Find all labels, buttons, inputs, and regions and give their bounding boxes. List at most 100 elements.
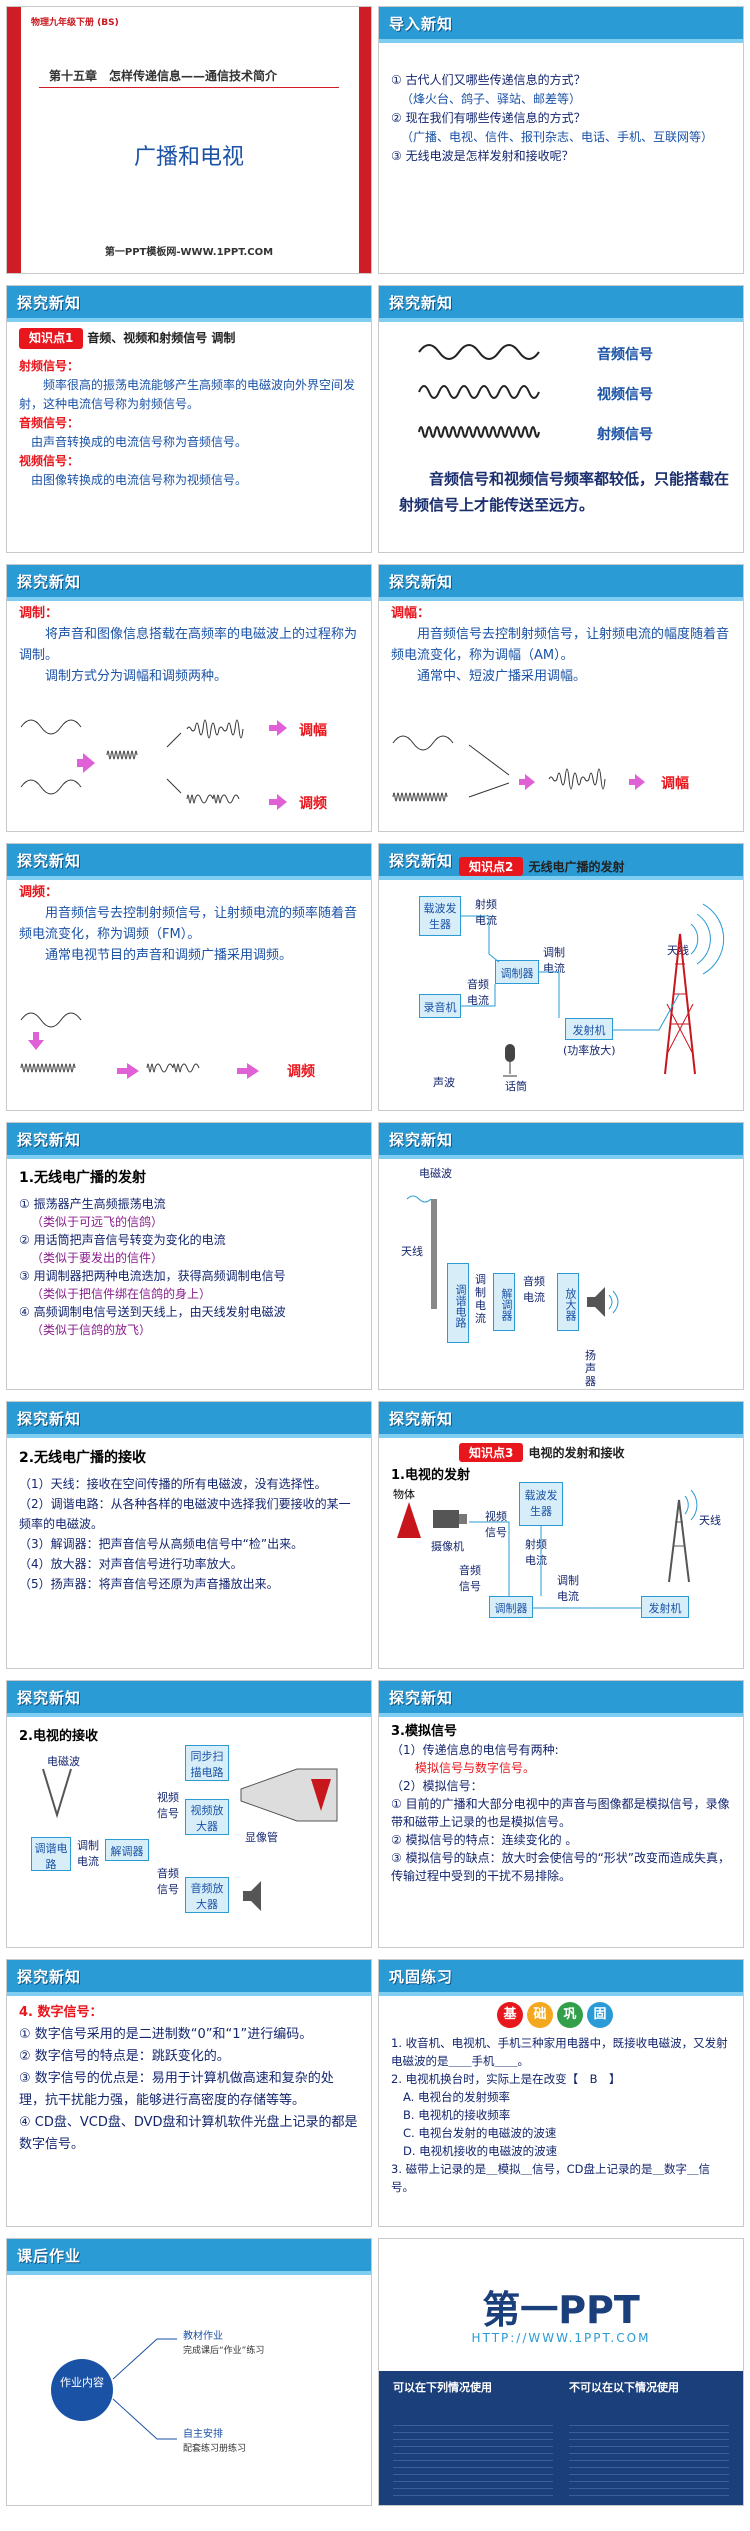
antenna-icon: [406, 1195, 437, 1309]
section-tag: 探究新知: [389, 1410, 454, 1428]
step-2-note: （类似于要发出的信件）: [31, 1251, 164, 1265]
slide-header: 探究新知: [379, 565, 743, 601]
question-2: ② 现在我们有哪些传递信息的方式？: [391, 111, 586, 125]
slide-header: 探究新知: [7, 1123, 371, 1159]
term-fm: 调频：: [19, 885, 59, 900]
answer-2: （广播、电视、信件、报刊杂志、电话、手机、互联网等）: [401, 130, 714, 144]
knowledge-badge: 知识点3: [459, 1443, 524, 1462]
hub-label: 作业内容: [60, 2376, 104, 2389]
section-tag: 探究新知: [389, 573, 454, 591]
fm-diagram: [20, 1012, 259, 1079]
picture-tube-icon: [240, 1768, 338, 1822]
label-rf: 射频信号: [597, 427, 653, 443]
speaker-icon: [243, 1881, 261, 1911]
def-rf: 频率很高的振荡电流能够产生高频率的电磁波向外界空间发射，这种电流信号称为射频信号…: [19, 378, 356, 411]
def-am: 用音频信号去控制射频信号，让射频电流的幅度随着音频电流变化，称为调幅（AM）。: [391, 627, 730, 663]
question-2: 2. 电视机换台时，实际上是在改变【 B 】: [391, 2072, 621, 2086]
modulator-box: 调制器: [495, 960, 539, 984]
slide-header: 探究新知: [379, 844, 743, 880]
camera-icon: [433, 1510, 467, 1528]
em-wave-label: 电磁波: [47, 1755, 80, 1768]
digital-point-1: ① 数字信号采用的是二进制数“0”和“1”进行编码。: [19, 2027, 313, 2042]
knowledge-header: 知识点2 无线电广播的发射: [459, 856, 624, 876]
em-wave-label: 电磁波: [419, 1167, 452, 1180]
brand-url: HTTP://WWW.1PPT.COM: [471, 2331, 651, 2345]
signal-types: （1）传递信息的电信号有两种:: [391, 1743, 559, 1757]
audio-wave: [418, 344, 540, 360]
label-video: 视频信号: [597, 387, 653, 403]
tower-icon: [668, 1489, 698, 1583]
modulation-types: 调制方式分为调幅和调频两种。: [45, 669, 228, 684]
fm-usage: 通常电视节目的声音和调频广播采用调频。: [45, 948, 293, 963]
sync-scan-box: 同步扫描电路: [185, 1745, 229, 1781]
link-column-right: [569, 2419, 729, 2499]
microphone-icon: [503, 1044, 517, 1077]
step-4: ④ 高频调制电信号送到天线上，由天线发射电磁波: [19, 1305, 286, 1319]
branch-1-desc: 完成课后“作业”练习: [183, 2346, 265, 2356]
slide-header: 探究新知: [379, 1681, 743, 1717]
chip: 础: [527, 2002, 553, 2028]
section-tag: 探究新知: [17, 1410, 82, 1428]
term-modulation: 调制：: [19, 606, 59, 621]
part-speaker: （5）扬声器：将声音信号还原为声音播放出来。: [19, 1577, 279, 1591]
question-3: 3. 磁带上记录的是＿模拟＿信号，CD盘上记录的是＿数字＿信号。: [391, 2162, 711, 2194]
audio-amp-box: 音频放大器: [185, 1877, 229, 1913]
slide-11: 探究新知 2.无线电广播的接收 （1）天线：接收在空间传播的所有电磁波，没有选择…: [6, 1401, 372, 1669]
slide-header: 探究新知: [379, 1123, 743, 1159]
tower-icon: [664, 903, 725, 1075]
cannot-use-title: 不可以在以下情况使用: [569, 2381, 679, 2394]
speaker-label: 扬声器: [585, 1349, 596, 1388]
section-heading: 2.电视的接收: [19, 1729, 98, 1744]
slide-8: 探究新知 知识点2 无线电广播的发射 载波发生器 调制器 录音机 发射机 射频电…: [378, 843, 744, 1111]
slide-header: 探究新知: [7, 286, 371, 322]
section-tag: 探究新知: [17, 573, 82, 591]
slide-17: 课后作业 作业内容 教材作业 完成课后“作业”练习 自主安排 配套练习册练习: [6, 2238, 372, 2506]
digital-point-2: ② 数字信号的特点是：跳跃变化的。: [19, 2049, 230, 2064]
knowledge-badge: 知识点2: [459, 857, 524, 876]
slide-6: 探究新知 调幅： 用音频信号去控制射频信号，让射频电流的幅度随着音频电流变化，称…: [378, 564, 744, 832]
object-icon: [397, 1502, 421, 1538]
question-1: ① 古代人们又哪些传递信息的方式？: [391, 73, 586, 87]
term-rf: 射频信号：: [19, 359, 80, 373]
slide-header: 探究新知: [379, 1402, 743, 1438]
antenna-icon: [42, 1768, 72, 1819]
book-badge: 物理九年级下册 (BS): [31, 18, 119, 28]
tuning-circuit-box: 调谐电路: [447, 1263, 469, 1343]
slide-10: 探究新知 电磁波 天线 调谐电路 调制电流 解调器 音频电流 放大器 扬声器: [378, 1122, 744, 1390]
slide-header: 探究新知: [7, 844, 371, 880]
part-tuning: （2）调谐电路：从各种各样的电磁波中选择我们要接收的某一频率的电磁波。: [19, 1497, 351, 1531]
hub-circle: 作业内容: [51, 2359, 113, 2421]
carrier-generator-box: 载波发生器: [519, 1482, 563, 1526]
part-demodulator: （3）解调器：把声音信号从高频电信号中“检”出来。: [19, 1537, 304, 1551]
knowledge-heading: 无线电广播的发射: [528, 860, 625, 874]
rf-current-label: 射频电流: [475, 898, 497, 927]
knowledge-heading: 电视的发射和接收: [528, 1446, 625, 1460]
section-tag: 课后作业: [17, 2247, 82, 2265]
analog-heading: （2）模拟信号：: [391, 1779, 483, 1793]
chip: 基: [497, 2002, 523, 2028]
am-usage: 通常中、短波广播采用调幅。: [417, 669, 587, 684]
transmitter-sub: (功率放大): [563, 1044, 616, 1057]
term-am: 调幅：: [391, 606, 431, 621]
branch-lines: [112, 2338, 177, 2440]
left-stripe: [7, 7, 21, 273]
antenna-label: 天线: [401, 1245, 423, 1258]
section-heading: 1.无线电广播的发射: [19, 1170, 147, 1186]
signal-waves: [418, 344, 540, 438]
section-tag: 探究新知: [17, 1968, 82, 1986]
section-tag: 探究新知: [389, 294, 454, 312]
tuning-circuit-box: 调谐电路: [31, 1837, 71, 1871]
modulated-current-label: 调制电流: [77, 1839, 99, 1868]
video-signal-label: 视频信号: [157, 1791, 179, 1820]
branch-2-title: 自主安排: [183, 2429, 223, 2440]
sound-wave-label: 声波: [433, 1076, 455, 1089]
footer-text: 第一PPT模板网-WWW.1PPT.COM: [104, 247, 274, 258]
section-tag: 巩固练习: [389, 1968, 454, 1986]
def-audio: 由声音转换成的电流信号称为音频信号。: [31, 435, 248, 449]
slide-12: 探究新知 知识点3 电视的发射和接收 1.电视的发射 物体 摄像机 视频信号 载…: [378, 1401, 744, 1669]
audio-current-label: 音频电流: [467, 978, 489, 1007]
video-wave: [418, 385, 540, 399]
step-3-note: （类似于把信件绑在信鸽的身上）: [31, 1287, 212, 1301]
part-antenna: （1）天线：接收在空间传播的所有电磁波，没有选择性。: [19, 1477, 327, 1491]
slide-header: 探究新知: [7, 1402, 371, 1438]
